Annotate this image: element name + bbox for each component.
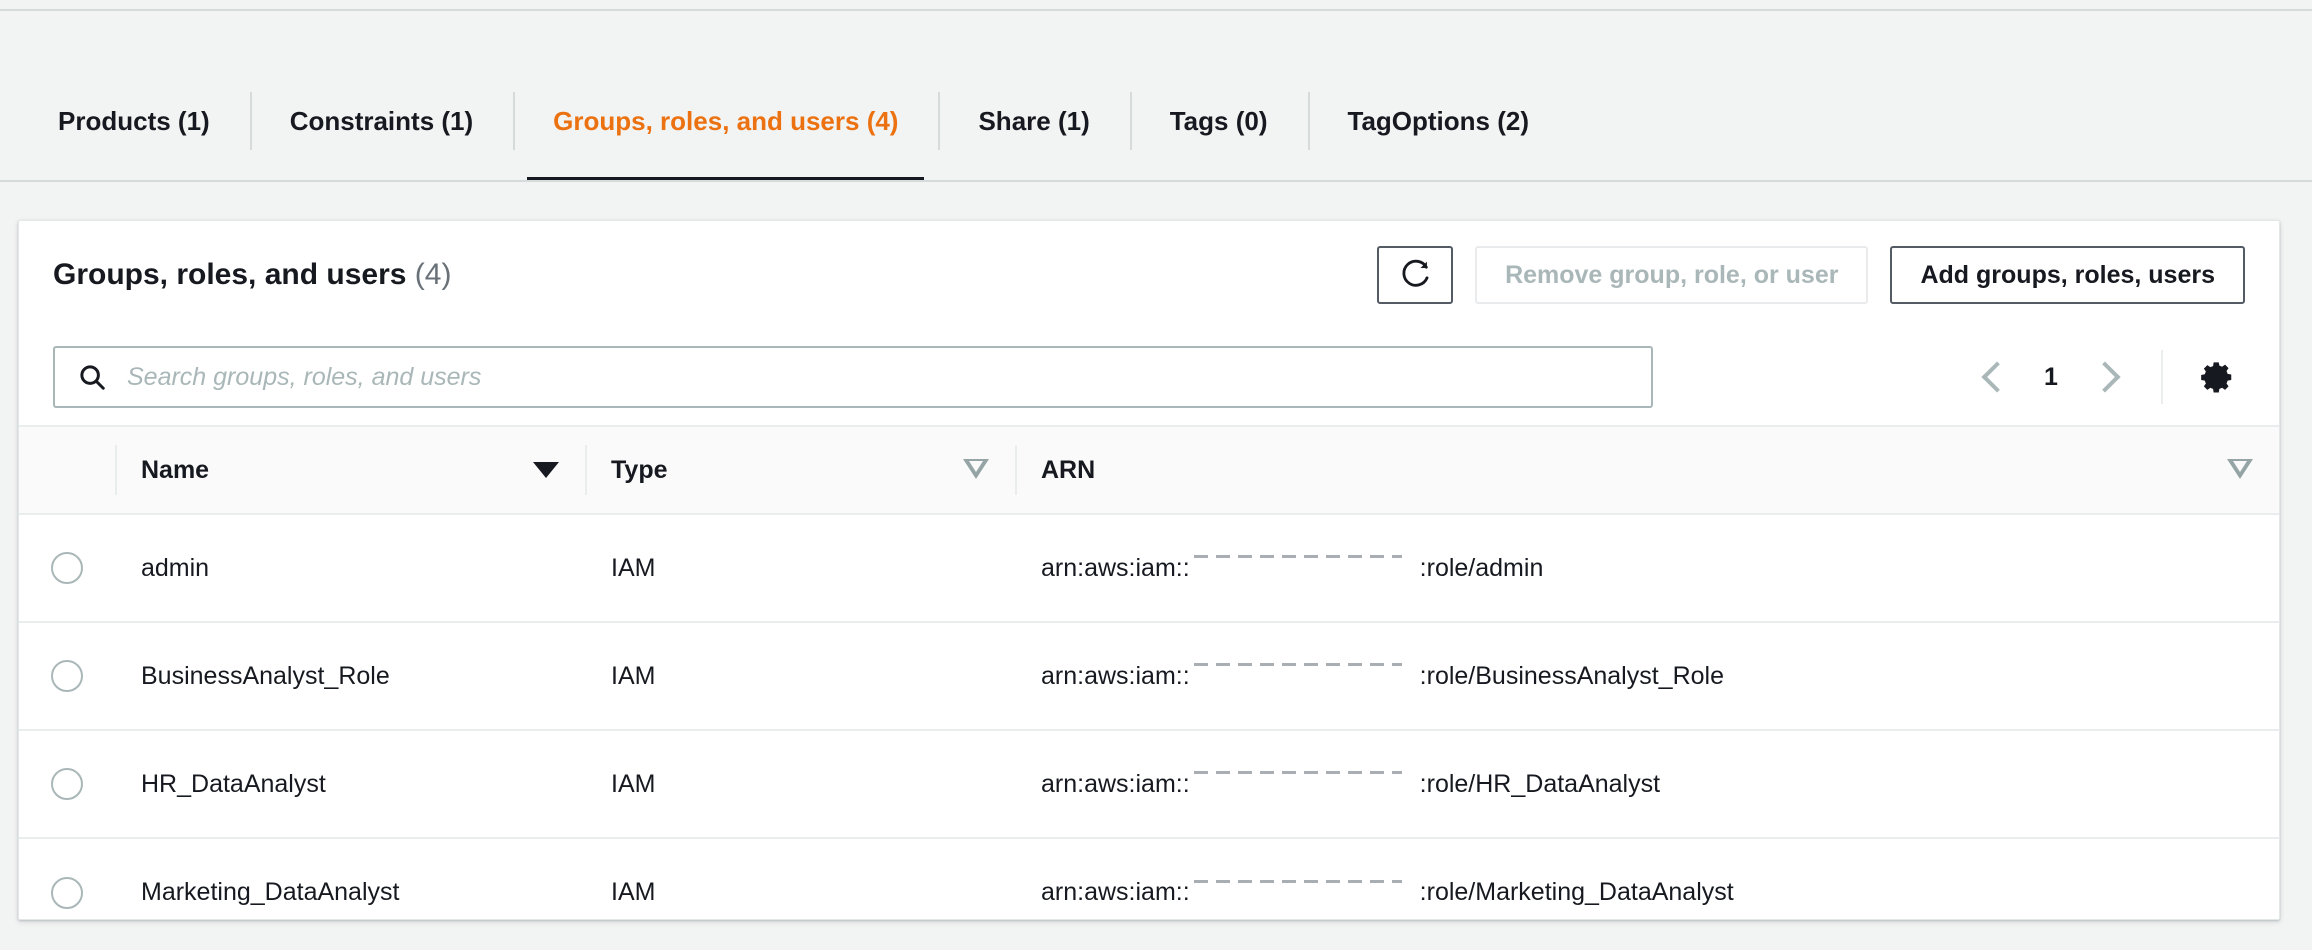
- panel-title-text: Groups, roles, and users: [53, 258, 407, 291]
- sort-icon: [963, 459, 989, 481]
- gear-icon: [2201, 362, 2232, 393]
- th-type-label: Type: [611, 455, 668, 484]
- arn-prefix: arn:aws:iam::: [1041, 553, 1190, 582]
- add-groups-roles-users-label: Add groups, roles, users: [1920, 260, 2215, 289]
- tab-bar-divider: [0, 180, 2312, 182]
- th-arn[interactable]: ARN: [1015, 425, 2279, 515]
- table-head: Name Type ARN: [19, 425, 2279, 515]
- search-input[interactable]: [127, 348, 1651, 406]
- search-box[interactable]: [53, 346, 1653, 408]
- tab-share-label: Share (1): [978, 105, 1090, 136]
- arn-suffix: :role/HR_DataAnalyst: [1419, 769, 1661, 798]
- redacted-account-id: [1189, 553, 1420, 583]
- chevron-left-icon: [1981, 361, 2013, 393]
- panel-header: Groups, roles, and users (4) Remove grou…: [19, 221, 2279, 329]
- arn-suffix: :role/Marketing_DataAnalyst: [1419, 878, 1734, 906]
- table-header-row: Name Type ARN: [19, 425, 2279, 515]
- redacted-account-id: [1189, 877, 1420, 908]
- row-radio-button[interactable]: [51, 768, 83, 800]
- pagination-page-1[interactable]: 1: [2044, 362, 2058, 391]
- cell-arn: arn:aws:iam:: :role/HR_DataAnalyst: [1015, 730, 2279, 839]
- table-filter-row: 1: [19, 329, 2279, 425]
- tab-constraints-label: Constraints (1): [289, 105, 474, 136]
- table-body: admin IAM arn:aws:iam:: :role/admin: [19, 514, 2279, 919]
- tab-products-label: Products (1): [58, 105, 210, 136]
- chevron-right-icon: [2089, 361, 2121, 393]
- cell-arn: arn:aws:iam:: :role/Marketing_DataAnalys…: [1015, 838, 2279, 919]
- cell-arn: arn:aws:iam:: :role/admin: [1015, 514, 2279, 623]
- tab-tags[interactable]: Tags (0): [1130, 60, 1308, 182]
- add-groups-roles-users-button[interactable]: Add groups, roles, users: [1890, 246, 2245, 304]
- arn-prefix: arn:aws:iam::: [1041, 769, 1190, 798]
- tab-groups-roles-users[interactable]: Groups, roles, and users (4): [513, 60, 938, 182]
- groups-roles-users-table: Name Type ARN: [19, 425, 2279, 919]
- cell-name: admin: [115, 514, 585, 623]
- row-select-cell[interactable]: [19, 514, 115, 623]
- arn-prefix: arn:aws:iam::: [1041, 661, 1190, 690]
- panel-title-count: (4): [414, 258, 452, 291]
- arn-prefix: arn:aws:iam::: [1041, 878, 1190, 906]
- redacted-account-id: [1189, 769, 1420, 799]
- sort-descending-icon: [533, 462, 559, 478]
- tab-tags-label: Tags (0): [1169, 105, 1268, 136]
- table-row[interactable]: Marketing_DataAnalyst IAM arn:aws:iam:: …: [19, 838, 2279, 919]
- panel-actions: Remove group, role, or user Add groups, …: [1377, 246, 2245, 304]
- row-select-cell[interactable]: [19, 730, 115, 839]
- remove-group-role-user-button[interactable]: Remove group, role, or user: [1475, 246, 1869, 304]
- remove-group-role-user-label: Remove group, role, or user: [1505, 260, 1839, 289]
- panel-title: Groups, roles, and users (4): [53, 258, 451, 292]
- row-select-cell[interactable]: [19, 622, 115, 731]
- top-divider: [0, 9, 2312, 11]
- row-radio-button[interactable]: [51, 876, 83, 909]
- cell-name: Marketing_DataAnalyst: [141, 878, 400, 906]
- pagination-prev-button[interactable]: [1967, 350, 2021, 404]
- cell-name: BusinessAnalyst_Role: [115, 622, 585, 731]
- pagination-next-button[interactable]: [2081, 350, 2135, 404]
- cell-arn: arn:aws:iam:: :role/BusinessAnalyst_Role: [1015, 622, 2279, 731]
- groups-roles-users-panel: Groups, roles, and users (4) Remove grou…: [18, 220, 2280, 920]
- th-name[interactable]: Name: [115, 425, 585, 515]
- table-row[interactable]: HR_DataAnalyst IAM arn:aws:iam:: :role/H…: [19, 730, 2279, 839]
- tab-tagoptions-label: TagOptions (2): [1347, 105, 1530, 136]
- pagination: 1: [1967, 349, 2245, 405]
- cell-type: IAM: [611, 878, 656, 906]
- th-arn-label: ARN: [1041, 455, 1096, 484]
- table-row[interactable]: BusinessAnalyst_Role IAM arn:aws:iam:: :…: [19, 622, 2279, 731]
- tab-bar: Products (1) Constraints (1) Groups, rol…: [0, 12, 2312, 182]
- arn-suffix: :role/BusinessAnalyst_Role: [1419, 661, 1724, 690]
- th-select: [19, 425, 115, 515]
- row-select-cell[interactable]: [19, 838, 115, 919]
- row-radio-button[interactable]: [51, 660, 83, 692]
- th-type[interactable]: Type: [585, 425, 1015, 515]
- cell-name: HR_DataAnalyst: [115, 730, 585, 839]
- refresh-button[interactable]: [1377, 246, 1454, 304]
- tab-groups-roles-users-label: Groups, roles, and users (4): [553, 105, 899, 136]
- refresh-icon: [1402, 259, 1429, 287]
- th-name-label: Name: [141, 455, 210, 484]
- table-preferences-button[interactable]: [2189, 349, 2245, 405]
- table-row[interactable]: admin IAM arn:aws:iam:: :role/admin: [19, 514, 2279, 623]
- cell-type: IAM: [585, 622, 1015, 731]
- search-icon: [80, 365, 105, 390]
- arn-suffix: :role/admin: [1419, 553, 1544, 582]
- tab-list: Products (1) Constraints (1) Groups, rol…: [18, 60, 1569, 182]
- tab-share[interactable]: Share (1): [938, 60, 1129, 182]
- cell-type: IAM: [585, 730, 1015, 839]
- cell-type: IAM: [585, 514, 1015, 623]
- redacted-account-id: [1189, 661, 1420, 691]
- tab-products[interactable]: Products (1): [18, 60, 250, 182]
- tab-tagoptions[interactable]: TagOptions (2): [1308, 60, 1570, 182]
- tab-constraints[interactable]: Constraints (1): [250, 60, 513, 182]
- pagination-divider: [2161, 350, 2163, 404]
- sort-icon: [2227, 459, 2253, 481]
- row-radio-button[interactable]: [51, 552, 83, 584]
